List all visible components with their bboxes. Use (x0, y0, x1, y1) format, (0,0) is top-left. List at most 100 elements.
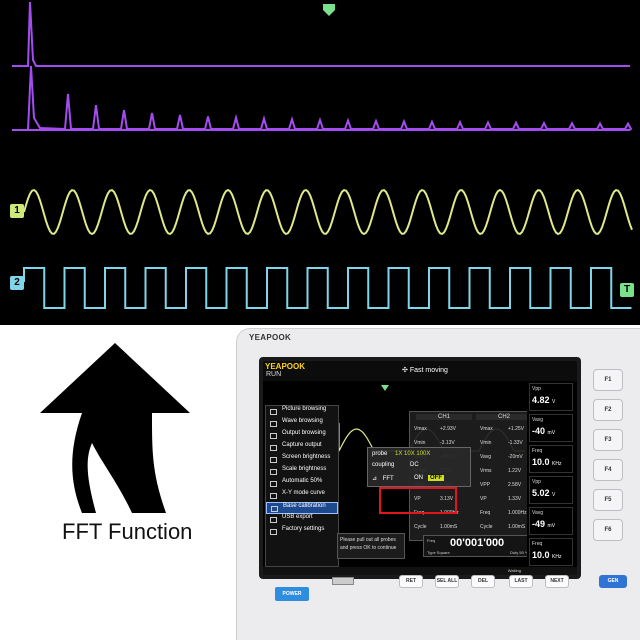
measure-label: VP (414, 496, 421, 502)
measure-label: VPP (480, 482, 491, 488)
side-readout-value: -40 mV (532, 426, 555, 436)
measure-value: 3.13V (440, 496, 454, 502)
waveform-canvas (12, 1, 633, 309)
menu-item-label: Factory settings (282, 526, 325, 532)
menu-item[interactable]: X-Y mode curve (266, 490, 338, 502)
fft-trace-upper (12, 1, 630, 67)
side-readout: Vpp 5.02 V (529, 476, 573, 504)
side-readout-value: -49 mV (532, 519, 555, 529)
last-button[interactable]: LAST (509, 575, 533, 588)
gen-type: Type Square (427, 550, 450, 555)
ch1-sine-trace (23, 188, 633, 236)
measure-label: Vavg (480, 454, 492, 460)
menu-item[interactable]: Output browsing (266, 430, 338, 442)
menu-item-label: Capture output (282, 442, 322, 448)
function-key-f2[interactable]: F2 (593, 399, 623, 421)
menu-item-icon (270, 529, 277, 535)
ret-button[interactable]: RET (399, 575, 423, 588)
next-button[interactable]: NEXT (545, 575, 569, 588)
menu-item-icon (270, 445, 277, 451)
function-key-f6[interactable]: F6 (593, 519, 623, 541)
coupling-row[interactable]: coupling DC (372, 462, 419, 468)
measure-label: Freq (480, 510, 491, 516)
side-readout-value: 10.0 KHz (532, 457, 562, 467)
gen-duty: Duty 50 % (510, 550, 528, 555)
sel-all-button[interactable]: SEL ALL (435, 575, 459, 588)
side-readout-value: 4.82 V (532, 395, 555, 405)
measure-value: +2.93V (440, 426, 456, 432)
menu-item[interactable]: Picture browsing (266, 406, 338, 418)
function-key-f4[interactable]: F4 (593, 459, 623, 481)
measure-label: Vrms (480, 468, 492, 474)
usb-port (332, 577, 354, 585)
menu-item[interactable]: Factory settings (266, 526, 338, 538)
side-readout-unit: KHz (552, 461, 562, 467)
fft-spectrum-trace (12, 65, 633, 131)
menu-item[interactable]: Screen brightness (266, 454, 338, 466)
side-readout-number: 10.0 (532, 457, 550, 467)
del-button[interactable]: DEL (471, 575, 495, 588)
side-readout-value: 5.02 V (532, 488, 555, 498)
gen-duty-value: 50 % (519, 550, 529, 555)
trigger-top-marker (323, 4, 335, 16)
menu-item[interactable]: Wave browsing (266, 418, 338, 430)
device-brand: YEAPOOK (249, 333, 292, 342)
header-mode: ✣ Fast moving (402, 367, 448, 374)
gen-duty-label: Duty (510, 550, 519, 555)
power-button[interactable]: POWER (275, 587, 309, 601)
menu-item-icon (270, 517, 277, 523)
side-readout-label: Vpp (532, 479, 541, 485)
ch1-marker: 1 (10, 204, 24, 218)
fft-off-option[interactable]: OFF (428, 475, 444, 481)
measure-value: 1.00mS (508, 524, 526, 530)
menu-item-label: Scale brightness (282, 466, 327, 472)
function-key-f3[interactable]: F3 (593, 429, 623, 451)
side-readout-unit: KHz (552, 554, 562, 560)
measure-label: Cycle (414, 524, 427, 530)
menu-item-label: X-Y mode curve (282, 490, 325, 496)
screen-bezel: YEAPOOK RUN ✣ Fast moving Picture browsi… (259, 357, 581, 579)
menu-item-label: Output browsing (282, 430, 326, 436)
generator-panel: Freq 00'001'000 Type Square Duty 50 % (423, 535, 535, 557)
fft-row[interactable]: ⊿ FFT (372, 475, 394, 482)
function-key-f1[interactable]: F1 (593, 369, 623, 391)
screen-trigger-marker (381, 385, 389, 391)
function-key-f5[interactable]: F5 (593, 489, 623, 511)
menu-item[interactable]: Base calibration (266, 502, 338, 514)
measure-value: +1.25V (508, 426, 524, 432)
side-readout-value: 10.0 KHz (532, 550, 562, 560)
coupling-label: coupling (372, 462, 395, 468)
menu-item-label: Automatic 50% (282, 478, 323, 484)
side-readout: Vavg-49 mV (529, 507, 573, 535)
coupling-value: DC (410, 462, 419, 468)
curved-arrow-icon (40, 343, 190, 513)
probe-row[interactable]: probe 1X 10X 100X (372, 451, 430, 457)
menu-item[interactable]: Capture output (266, 442, 338, 454)
menu-item[interactable]: USB export (266, 514, 338, 526)
measure-value: 1.00mS (440, 524, 458, 530)
screen-header: YEAPOOK RUN ✣ Fast moving (263, 361, 577, 381)
fft-label: FFT (382, 476, 394, 482)
menu-item-icon (270, 469, 277, 475)
measure-value: 1.33V (508, 496, 522, 502)
menu-item[interactable]: Automatic 50% (266, 478, 338, 490)
gen-type-value: Square (436, 550, 450, 555)
fft-icon: ⊿ (372, 476, 378, 482)
measure-label: Vmax (414, 426, 427, 432)
menu-item-icon (270, 421, 277, 427)
menu-item[interactable]: Scale brightness (266, 466, 338, 478)
side-readout-unit: V (552, 399, 556, 405)
menu-item-icon (270, 493, 277, 499)
gen-button[interactable]: GEN (599, 575, 627, 588)
measure-label: Cycle (480, 524, 493, 530)
fft-caption: FFT Function (62, 519, 193, 544)
gen-status: Waiting (507, 568, 521, 573)
ch2-square-trace (23, 267, 632, 309)
gen-freq-value[interactable]: 00'001'000 (450, 537, 505, 549)
measure-value: -1.33V (508, 440, 523, 446)
fft-on-option[interactable]: ON (414, 475, 423, 481)
